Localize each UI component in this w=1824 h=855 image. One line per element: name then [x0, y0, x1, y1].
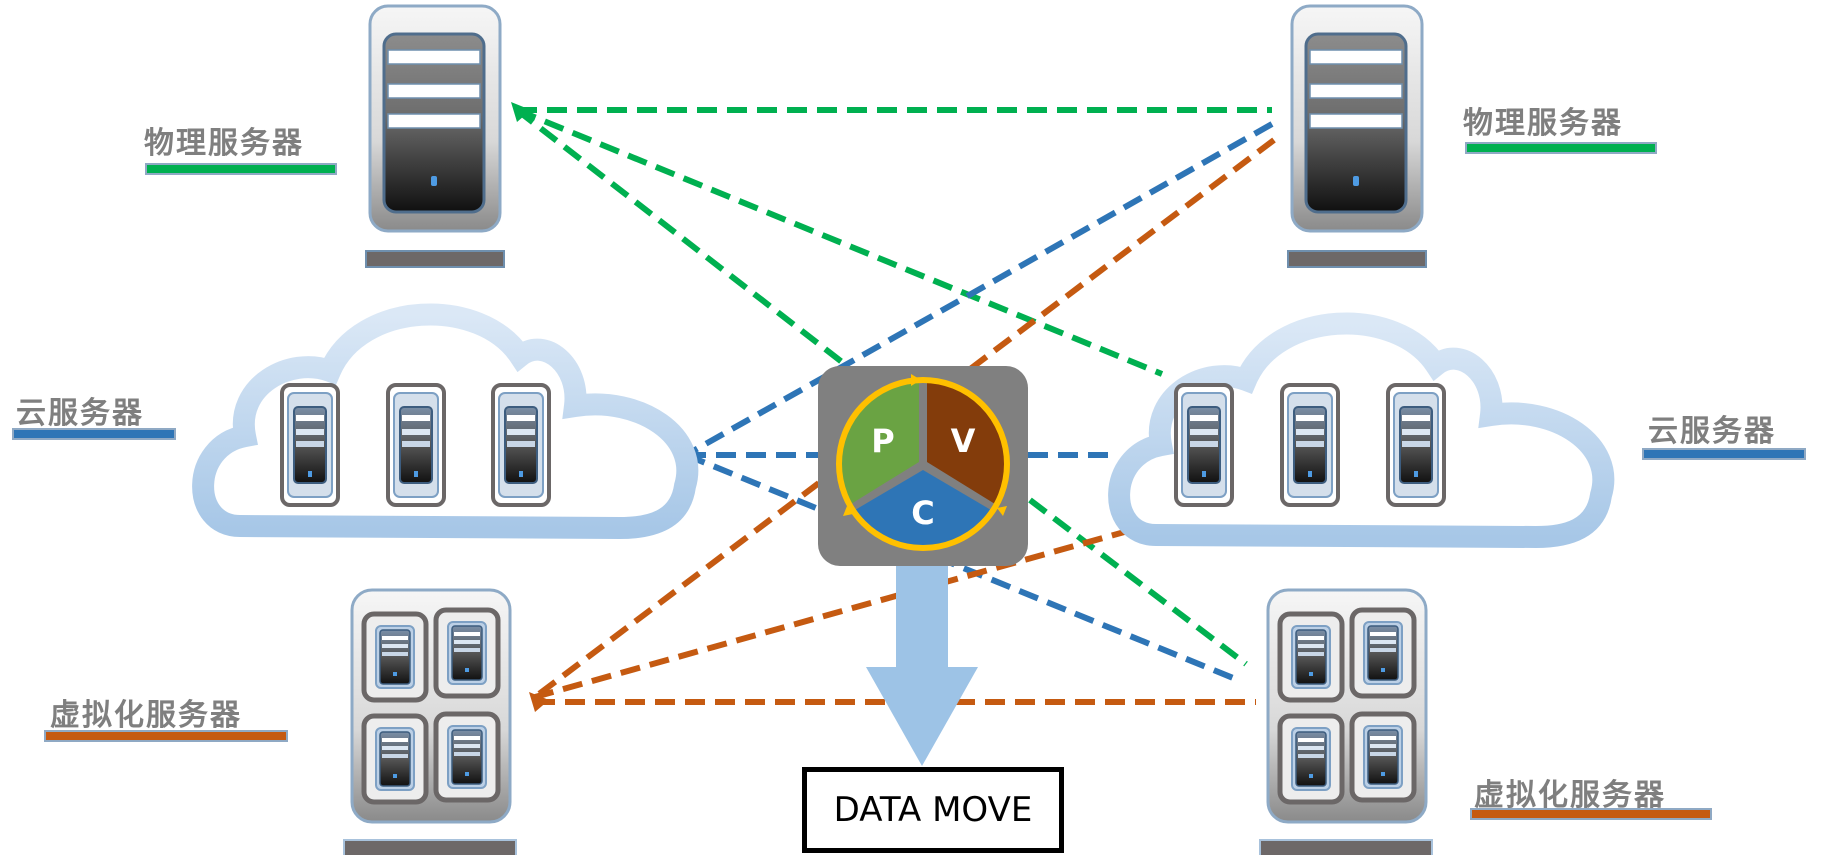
data-move-label: DATA MOVE [833, 790, 1033, 830]
virtual-instance-icon [1277, 713, 1345, 805]
data-move-box: DATA MOVE [802, 767, 1064, 853]
mini-server-icon [1280, 383, 1340, 507]
mini-server-icon [280, 383, 340, 507]
link-arrowhead [511, 102, 531, 122]
pvc-hub: P V C [818, 366, 1028, 566]
virtual-instance-icon [1349, 607, 1417, 699]
link-cloud-left-to-virtual-right [684, 452, 1240, 683]
virtual-instance-icon [361, 611, 429, 703]
mini-server-icon [1174, 383, 1234, 507]
physical-server-left [365, 4, 505, 268]
cloud-server-right [1108, 312, 1615, 549]
label-virtual-server-right: 虚拟化服务器 [1474, 778, 1666, 813]
pvc-letter-v: V [951, 422, 976, 460]
virtual-server-left [343, 588, 517, 855]
pvc-letter-c: C [911, 494, 934, 532]
underline-physical-right [1465, 142, 1657, 154]
link-physical-right-to-cloud-left [684, 121, 1274, 458]
link-arrowhead [529, 692, 549, 712]
link-cloud-right-to-virtual-left [534, 519, 1161, 700]
underline-cloud-right [1642, 448, 1806, 460]
link-pvc-to-virtual-right [1028, 497, 1248, 667]
label-virtual-server-left: 虚拟化服务器 [50, 698, 242, 733]
virtual-server-right [1259, 588, 1433, 855]
virtual-instance-icon [1277, 611, 1345, 703]
underline-cloud-left [12, 428, 176, 440]
virtual-instance-icon [361, 713, 429, 805]
label-physical-server-right: 物理服务器 [1463, 106, 1623, 141]
link-physical-left-to-cloud-right [515, 107, 1164, 377]
cloud-mini-servers [280, 383, 1446, 507]
underline-virtual-left [44, 730, 288, 742]
underline-physical-left [145, 163, 337, 175]
label-cloud-server-right: 云服务器 [1648, 414, 1776, 449]
data-move-arrow [866, 560, 978, 766]
virtual-instance-icon [433, 607, 501, 699]
label-cloud-server-left: 云服务器 [16, 396, 144, 431]
underline-virtual-right [1470, 808, 1712, 820]
label-physical-server-left: 物理服务器 [144, 126, 304, 161]
mini-server-icon [491, 383, 551, 507]
pvc-segment-c [855, 470, 991, 548]
virtual-instance-icon [433, 711, 501, 803]
link-physical-left-to-pvc [515, 107, 844, 365]
mini-server-icon [386, 383, 446, 507]
physical-server-right [1287, 4, 1427, 268]
virtual-instance-icon [1349, 711, 1417, 803]
mini-server-icon [1386, 383, 1446, 507]
pvc-letter-p: P [871, 422, 894, 460]
